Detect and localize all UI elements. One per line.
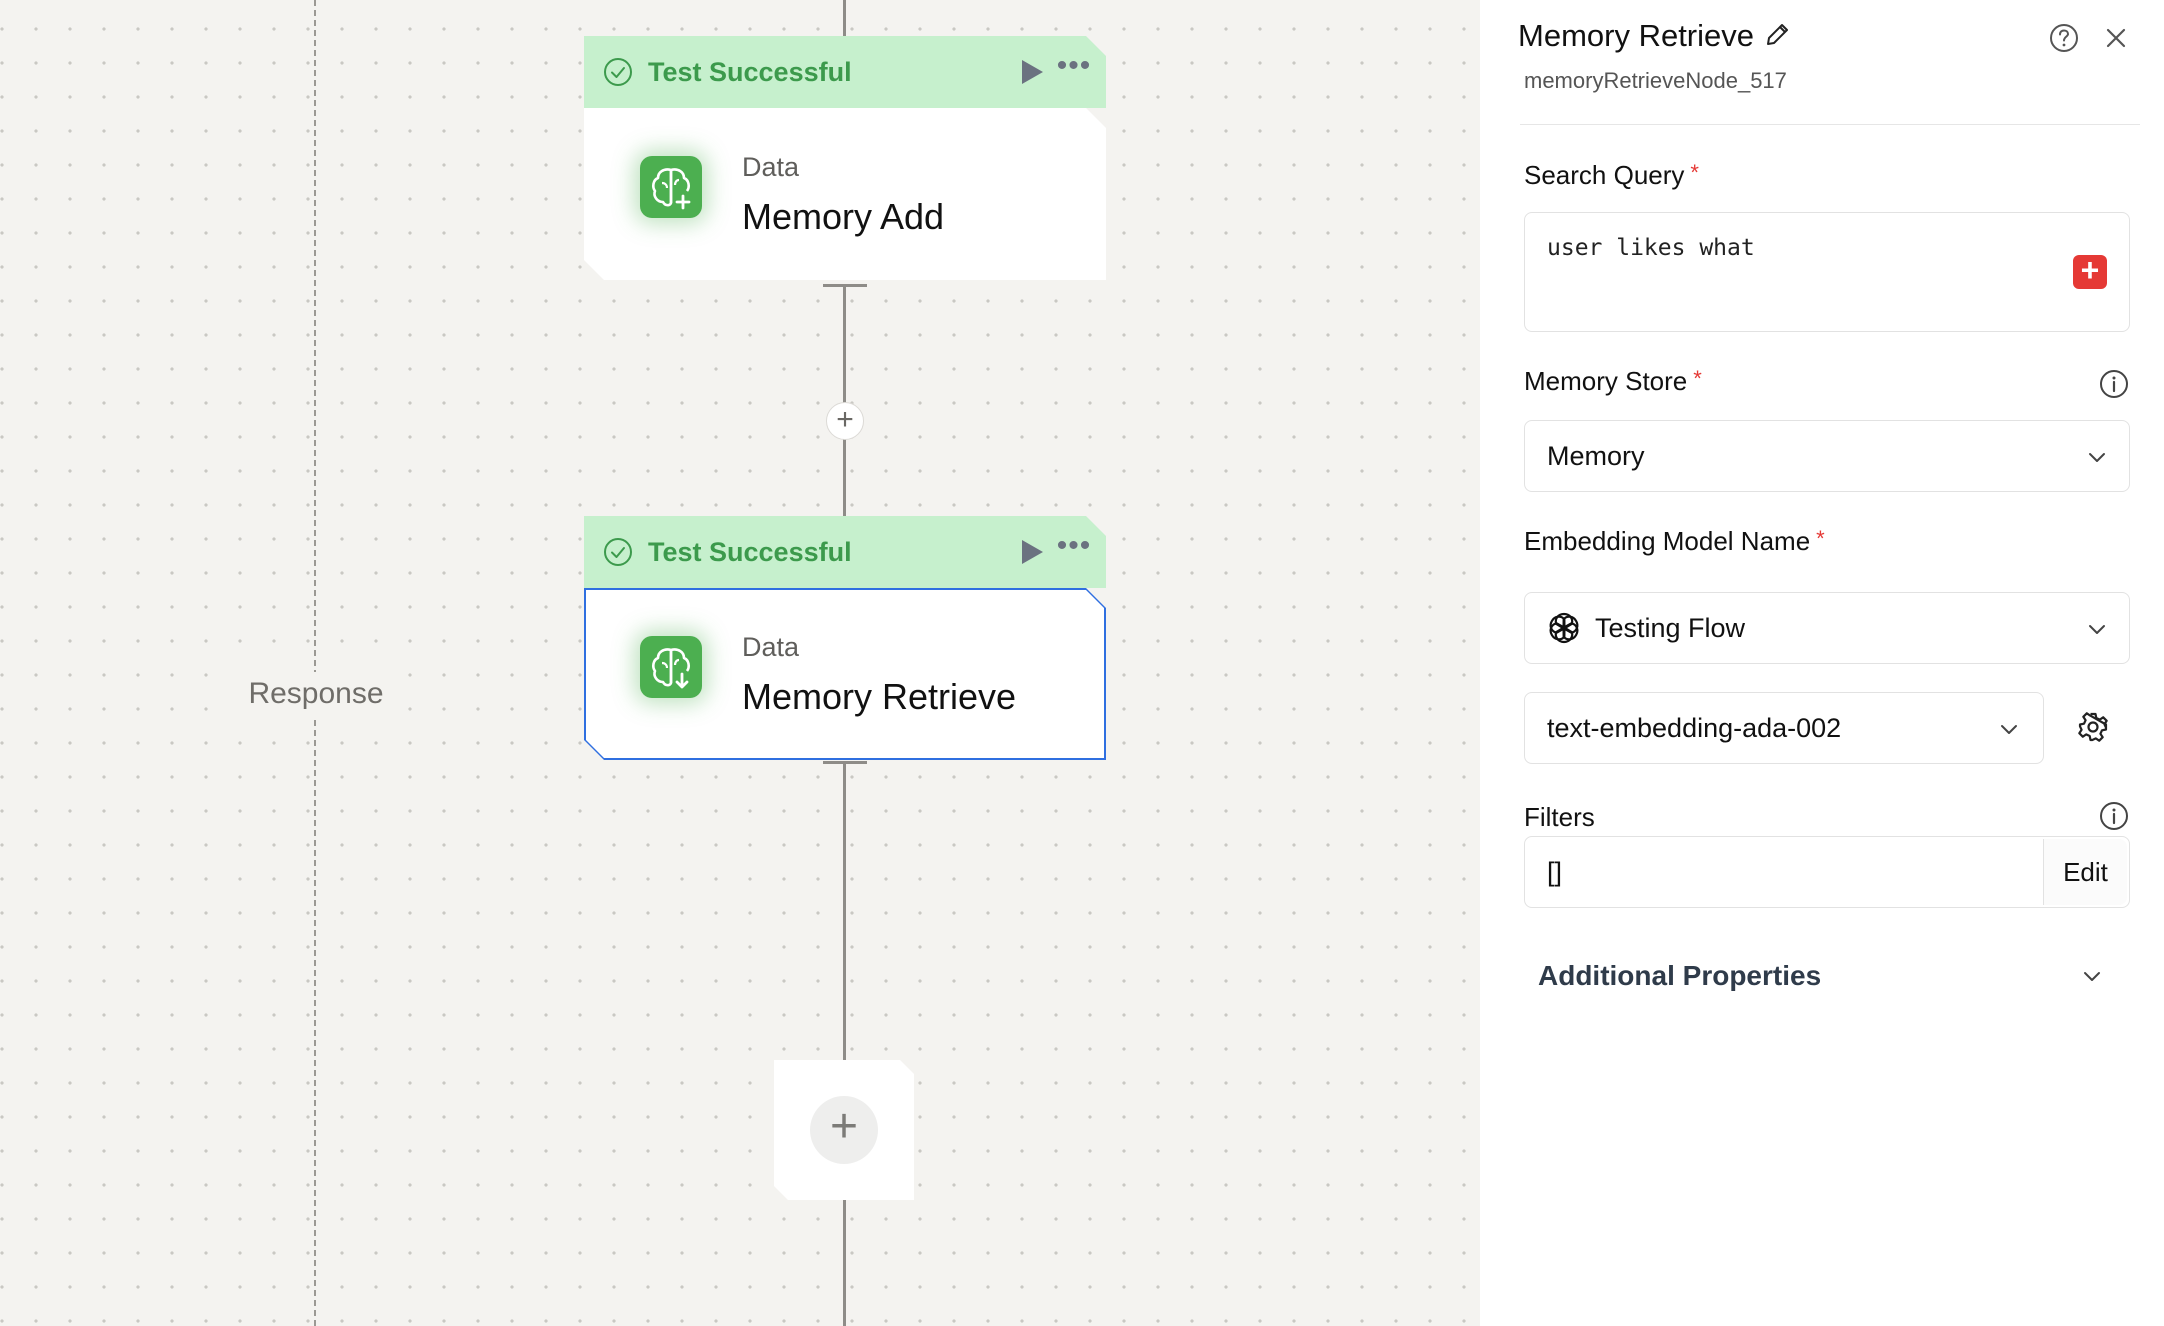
add-node-button[interactable]: + <box>810 1096 878 1164</box>
workflow-canvas[interactable]: Response + Test Successful ••• <box>0 0 1480 1326</box>
chevron-down-icon <box>2089 453 2105 462</box>
more-options-icon[interactable]: ••• <box>1056 49 1092 82</box>
help-icon[interactable] <box>2048 22 2080 54</box>
properties-panel: Memory Retrieve memoryRetrieveNode_517 S… <box>1480 0 2164 1326</box>
insert-step-button[interactable]: + <box>826 402 864 440</box>
search-query-value: user likes what <box>1547 235 1755 261</box>
node-category: Data <box>742 152 800 182</box>
connector-line <box>843 0 846 36</box>
insert-variable-button[interactable]: + <box>2073 254 2107 289</box>
embedding-model-label: Embedding Model Name* <box>1524 526 1825 556</box>
node-memory-add[interactable]: Test Successful ••• Data Memory Add <box>584 36 1106 280</box>
lane-label: Response <box>236 672 396 716</box>
filters-input[interactable]: [] Edit <box>1524 836 2130 908</box>
memory-store-label: Memory Store* <box>1524 366 1702 396</box>
check-circle-icon <box>604 58 632 86</box>
connector-line <box>843 1200 846 1326</box>
node-card[interactable]: Data Memory Add <box>584 108 1106 280</box>
brain-download-icon <box>640 636 702 698</box>
embedding-model-value: text-embedding-ada-002 <box>1547 713 1842 743</box>
play-icon[interactable] <box>1016 57 1046 87</box>
info-icon[interactable] <box>2098 800 2130 832</box>
chevron-down-icon <box>2001 725 2017 734</box>
embedding-provider-value: Testing Flow <box>1595 613 1746 643</box>
chevron-down-icon[interactable] <box>2080 964 2104 988</box>
openai-icon <box>1549 612 1579 644</box>
node-card-inner: Data Memory Retrieve <box>586 590 1104 758</box>
connector-line <box>843 761 846 1061</box>
panel-title: Memory Retrieve <box>1518 18 1754 53</box>
node-status-text: Test Successful <box>648 56 852 87</box>
divider <box>1520 124 2140 125</box>
filters-value: [] <box>1547 857 1563 887</box>
close-icon[interactable] <box>2100 22 2132 54</box>
connector-line <box>843 284 846 516</box>
filters-edit-button[interactable]: Edit <box>2043 839 2127 905</box>
brain-upload-icon <box>640 156 702 218</box>
node-title: Memory Retrieve <box>742 676 1017 717</box>
chevron-down-icon <box>2089 625 2105 634</box>
node-card-selected[interactable]: Data Memory Retrieve <box>584 588 1106 760</box>
node-category: Data <box>742 632 800 662</box>
pencil-icon[interactable] <box>1762 20 1792 50</box>
add-node-card[interactable]: + <box>774 1060 914 1200</box>
embedding-model-select[interactable]: text-embedding-ada-002 <box>1524 692 2044 764</box>
node-status-bar: Test Successful ••• <box>584 516 1106 588</box>
node-status-bar: Test Successful ••• <box>584 36 1106 108</box>
additional-properties-toggle[interactable]: Additional Properties <box>1538 960 1822 991</box>
more-options-icon[interactable]: ••• <box>1056 529 1092 562</box>
check-circle-icon <box>604 538 632 566</box>
memory-store-select[interactable]: Memory <box>1524 420 2130 492</box>
gear-icon[interactable] <box>2076 710 2110 744</box>
info-icon[interactable] <box>2098 368 2130 400</box>
lane-divider <box>314 0 316 1326</box>
filters-label: Filters <box>1524 802 1595 832</box>
node-title: Memory Add <box>742 196 945 237</box>
embedding-provider-select[interactable]: Testing Flow <box>1524 592 2130 664</box>
memory-store-value: Memory <box>1547 441 1645 471</box>
search-query-label: Search Query* <box>1524 160 1699 190</box>
node-id: memoryRetrieveNode_517 <box>1524 68 1787 93</box>
node-status-text: Test Successful <box>648 536 852 567</box>
play-icon[interactable] <box>1016 537 1046 567</box>
search-query-input[interactable]: user likes what + <box>1524 212 2130 332</box>
node-memory-retrieve[interactable]: Test Successful ••• Data Memory R <box>584 516 1106 760</box>
